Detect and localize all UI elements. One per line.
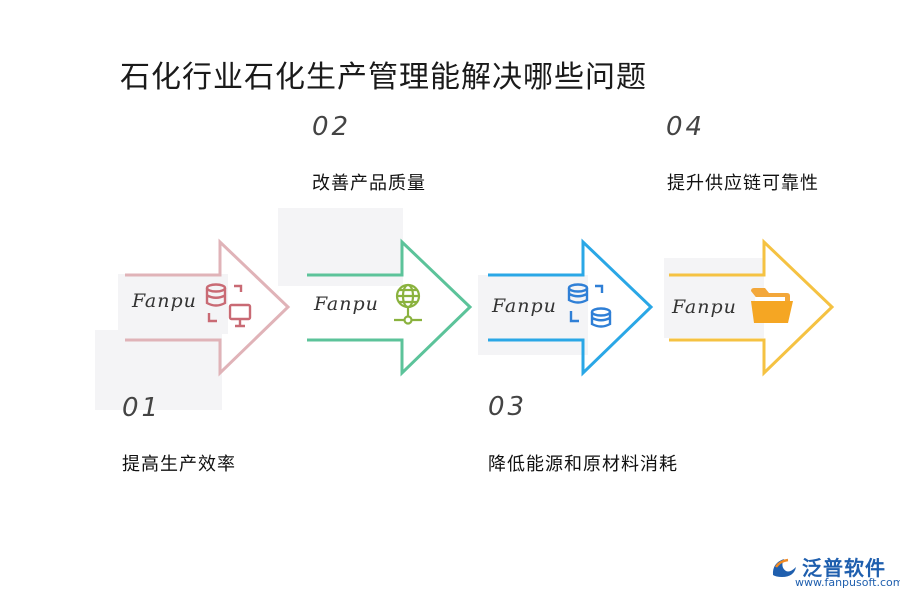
watermark-rect [278, 208, 403, 286]
arrow-step-3 [488, 238, 654, 377]
watermark-rect [664, 258, 764, 338]
arrow-step-1 [125, 238, 291, 377]
watermark-text-1: Fanpu [132, 290, 197, 312]
brand-logo: 泛普软件 [770, 552, 886, 581]
database-monitor-icon [205, 283, 252, 328]
arrow-step-4 [669, 238, 835, 377]
folder-icon [751, 288, 793, 323]
step-number-4: 04 [666, 112, 706, 142]
step-label-4: 提升供应链可靠性 [667, 173, 819, 194]
step-number-1: 01 [122, 393, 162, 423]
watermark-rect [95, 330, 222, 410]
step-label-2: 改善产品质量 [312, 173, 426, 194]
page-title: 石化行业石化生产管理能解决哪些问题 [120, 60, 647, 95]
step-label-3: 降低能源和原材料消耗 [488, 454, 678, 475]
brand-name: 泛普软件 [802, 556, 886, 580]
brand-url: www.fanpusoft.com [795, 576, 900, 589]
watermark-text-2: Fanpu [314, 293, 379, 315]
fanpu-logo-icon [772, 558, 796, 577]
step-number-3: 03 [488, 392, 528, 422]
watermark-text-3: Fanpu [492, 295, 557, 317]
step-number-2: 02 [312, 112, 352, 142]
watermark-text-4: Fanpu [672, 296, 737, 318]
step-label-1: 提高生产效率 [122, 454, 236, 475]
arrow-step-2 [307, 238, 473, 377]
database-sync-icon [567, 283, 612, 328]
globe-network-icon [394, 283, 422, 325]
